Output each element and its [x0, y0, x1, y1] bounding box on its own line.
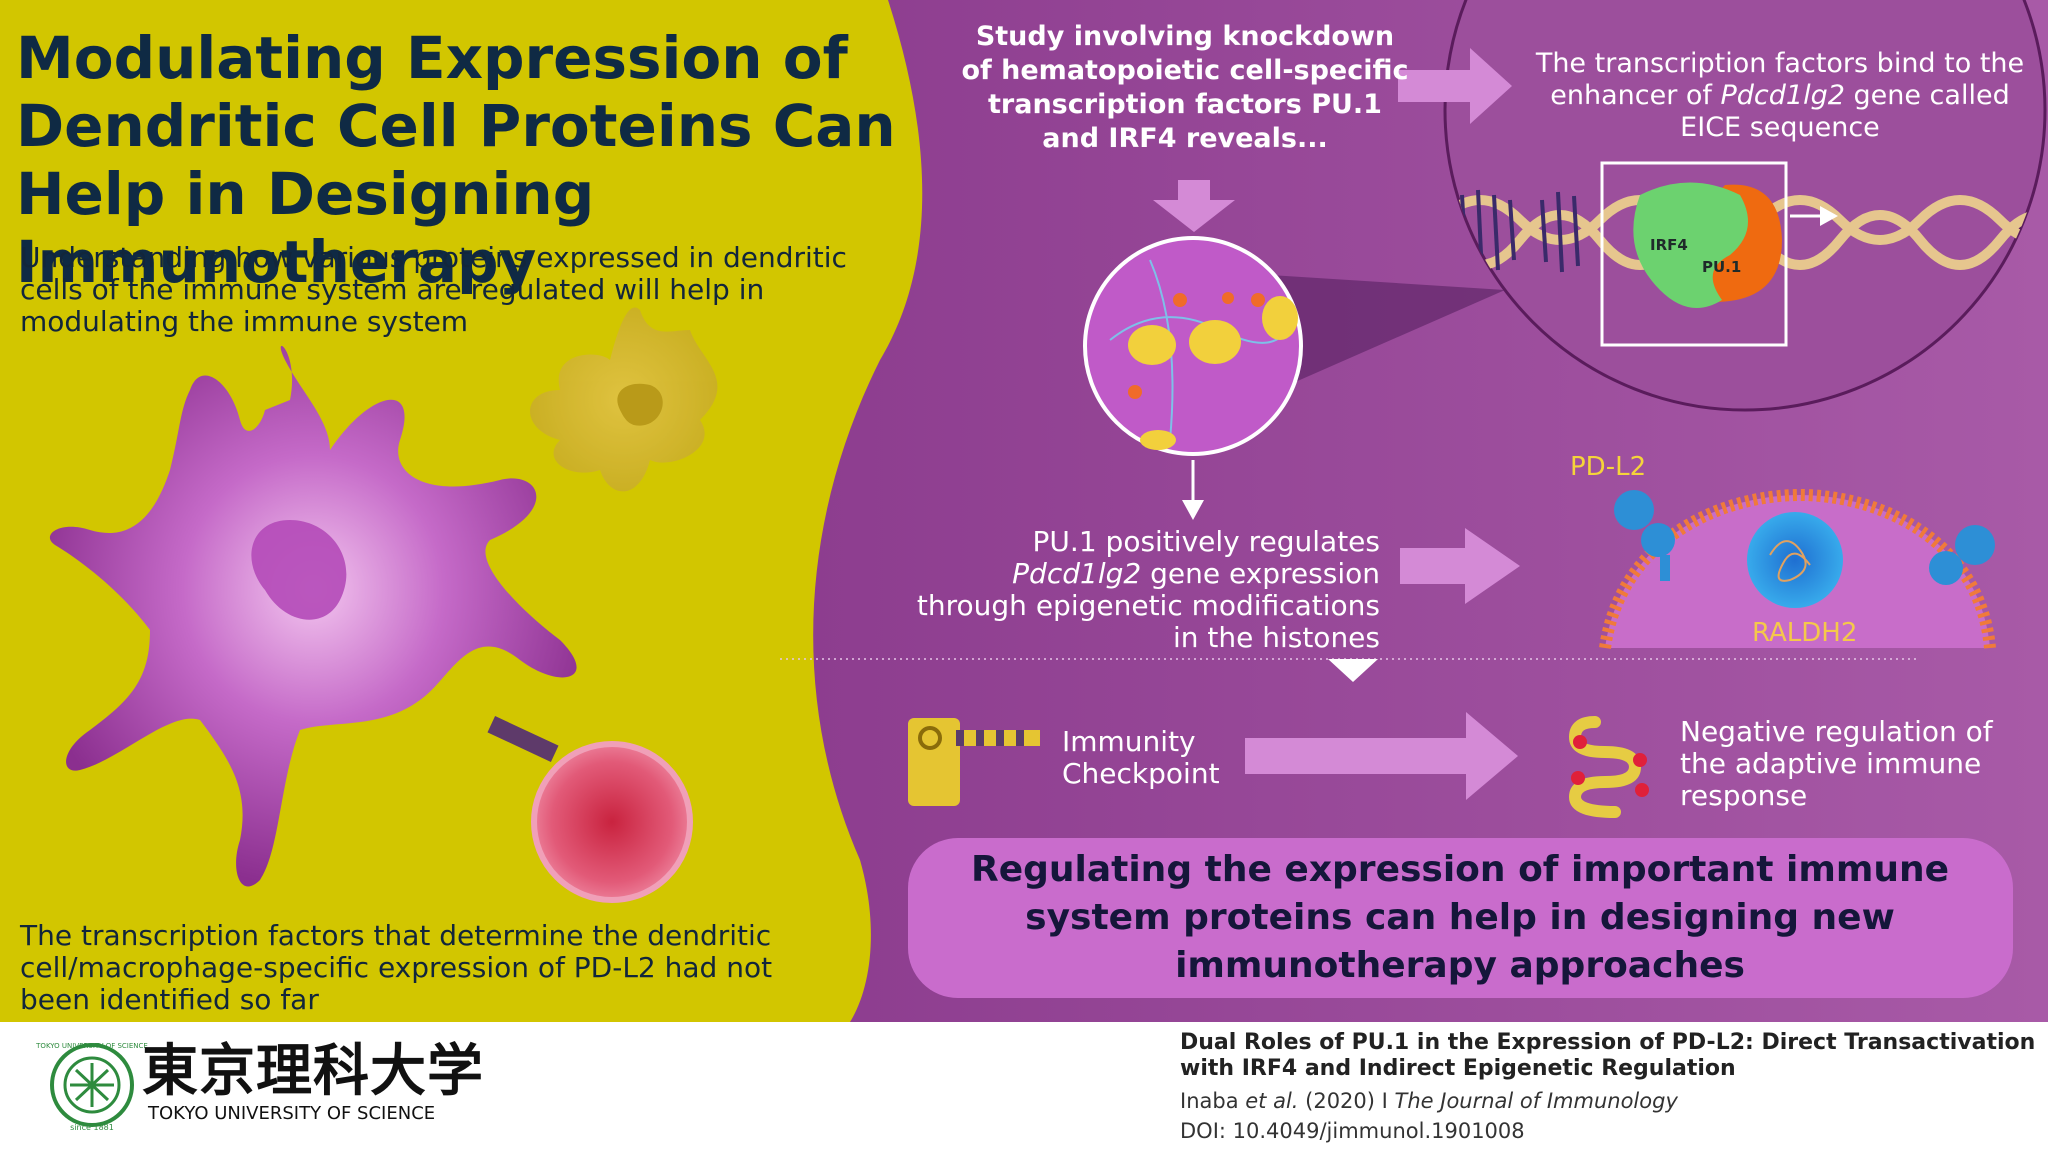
subtitle: Understanding how various proteins expre…: [20, 241, 847, 338]
pu1-label: PU.1: [1702, 258, 1742, 276]
checkpoint-text: Immunity Checkpoint: [1062, 725, 1220, 790]
arrow-to-negative: [1245, 712, 1518, 800]
eice-highlight-box: [1600, 161, 1788, 347]
nucleosome-icon: [1083, 236, 1303, 456]
footer-background: [0, 1022, 2048, 1152]
divider-pointer: [1328, 659, 1378, 682]
checkpoint-barrier-icon: [908, 718, 1040, 806]
dendritic-cell-icon: [530, 307, 718, 492]
journal-name: The Journal of Immunology: [1394, 1089, 1678, 1113]
seal-text: TOKYO UNIVERSITY OF SCIENCE: [35, 1042, 148, 1050]
author-name: Inaba: [1180, 1089, 1246, 1113]
irf4-label: IRF4: [1650, 236, 1688, 254]
regulates-text: PU.1 positively regulates Pdcd1lg2 gene …: [900, 526, 1380, 654]
pdl2-label: PD-L2: [1570, 452, 1647, 482]
regulates-after: gene expression through epigenetic modif…: [916, 557, 1380, 654]
bind-text-after: gene called EICE sequence: [1680, 80, 2010, 143]
study-text: Study involving knockdown of hematopoiet…: [961, 21, 1409, 154]
raldh2-label: RALDH2: [1752, 618, 1858, 648]
bind-text-before: The transcription factors bind to the en…: [1535, 48, 2025, 111]
arrow-to-bind: [1398, 48, 1512, 124]
university-name-jp: 東京理科大学: [142, 1039, 484, 1104]
bind-text: The transcription factors bind to the en…: [1530, 48, 2030, 144]
transcription-arrow-head: [1820, 206, 1838, 226]
regulates-gene: Pdcd1lg2: [1012, 557, 1142, 590]
seal-year: since 1881: [70, 1123, 114, 1132]
conclusion-box: [908, 838, 2013, 998]
bottom-left-note: The transcription factors that determine…: [20, 919, 773, 1016]
negative-regulation-text: Negative regulation of the adaptive immu…: [1680, 715, 1993, 812]
irf4-protein-icon: [1633, 182, 1748, 308]
dendritic-cell-icon: [49, 345, 577, 887]
arrow-down-to-nucleosome: [1153, 180, 1235, 232]
membrane-icon: [1599, 488, 1996, 649]
regulates-before: PU.1 positively regulates: [1032, 525, 1380, 558]
author-year: (2020) I: [1298, 1089, 1395, 1113]
university-seal-icon: TOKYO UNIVERSITY OF SCIENCE since 1881: [35, 1042, 148, 1132]
paper-title: Dual Roles of PU.1 in the Expression of …: [1180, 1030, 2036, 1081]
author-etal: et al.: [1245, 1089, 1299, 1113]
university-name-en: TOKYO UNIVERSITY OF SCIENCE: [148, 1103, 436, 1124]
arrow-down-head: [1182, 500, 1204, 520]
paper-authors: Inaba et al. (2020) I The Journal of Imm…: [1180, 1088, 2040, 1114]
paper-doi: DOI: 10.4049/jimmunol.1901008: [1180, 1119, 1525, 1143]
arrow-to-membrane: [1400, 528, 1520, 604]
bind-text-gene: Pdcd1lg2: [1720, 80, 1845, 111]
page-title: Modulating Expression of Dendritic Cell …: [16, 24, 896, 296]
conclusion-text: Regulating the expression of important i…: [970, 849, 1950, 986]
t-cell-icon: [531, 741, 693, 903]
synapse-link: [487, 716, 559, 762]
intestine-icon: [1568, 716, 1649, 818]
